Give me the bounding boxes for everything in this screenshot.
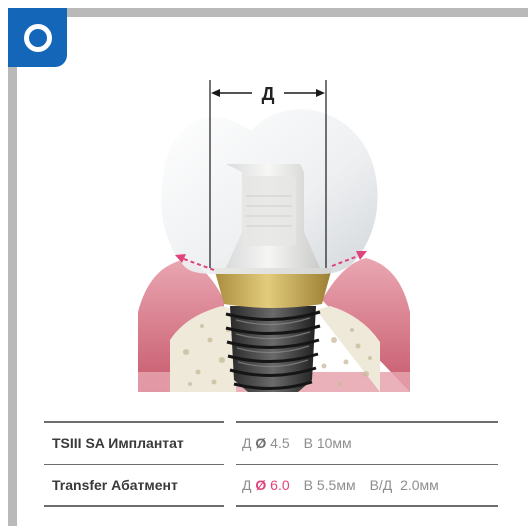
spec-row-abutment: Transfer Абатмент Д Ø 6.0 В 5.5мм В/Д 2.0м… — [44, 464, 498, 506]
spec-values: Д Ø 4.5 В 10мм — [236, 422, 498, 464]
spec-label: TSIII SA Имплантат — [44, 422, 224, 464]
spec-values: Д Ø 6.0 В 5.5мм В/Д 2.0мм — [236, 464, 498, 506]
height-value: В 10мм — [304, 435, 352, 451]
height-value: В 5.5мм — [304, 477, 356, 493]
spec-label: Transfer Абатмент — [44, 464, 224, 506]
spec-table: TSIII SA Имплантат Д Ø 4.5 В 10мм Transfe… — [44, 421, 498, 507]
abutment-core — [242, 176, 296, 246]
diameter-value: Д Ø 6.0 — [242, 477, 290, 493]
dimension-label: Д — [262, 84, 275, 104]
ratio-value: В/Д 2.0мм — [370, 477, 439, 493]
arrowhead-left — [211, 89, 220, 97]
spec-row-implant: TSIII SA Имплантат Д Ø 4.5 В 10мм — [44, 422, 498, 464]
diameter-value: Д Ø 4.5 — [242, 435, 290, 451]
arrowhead-right — [316, 89, 325, 97]
